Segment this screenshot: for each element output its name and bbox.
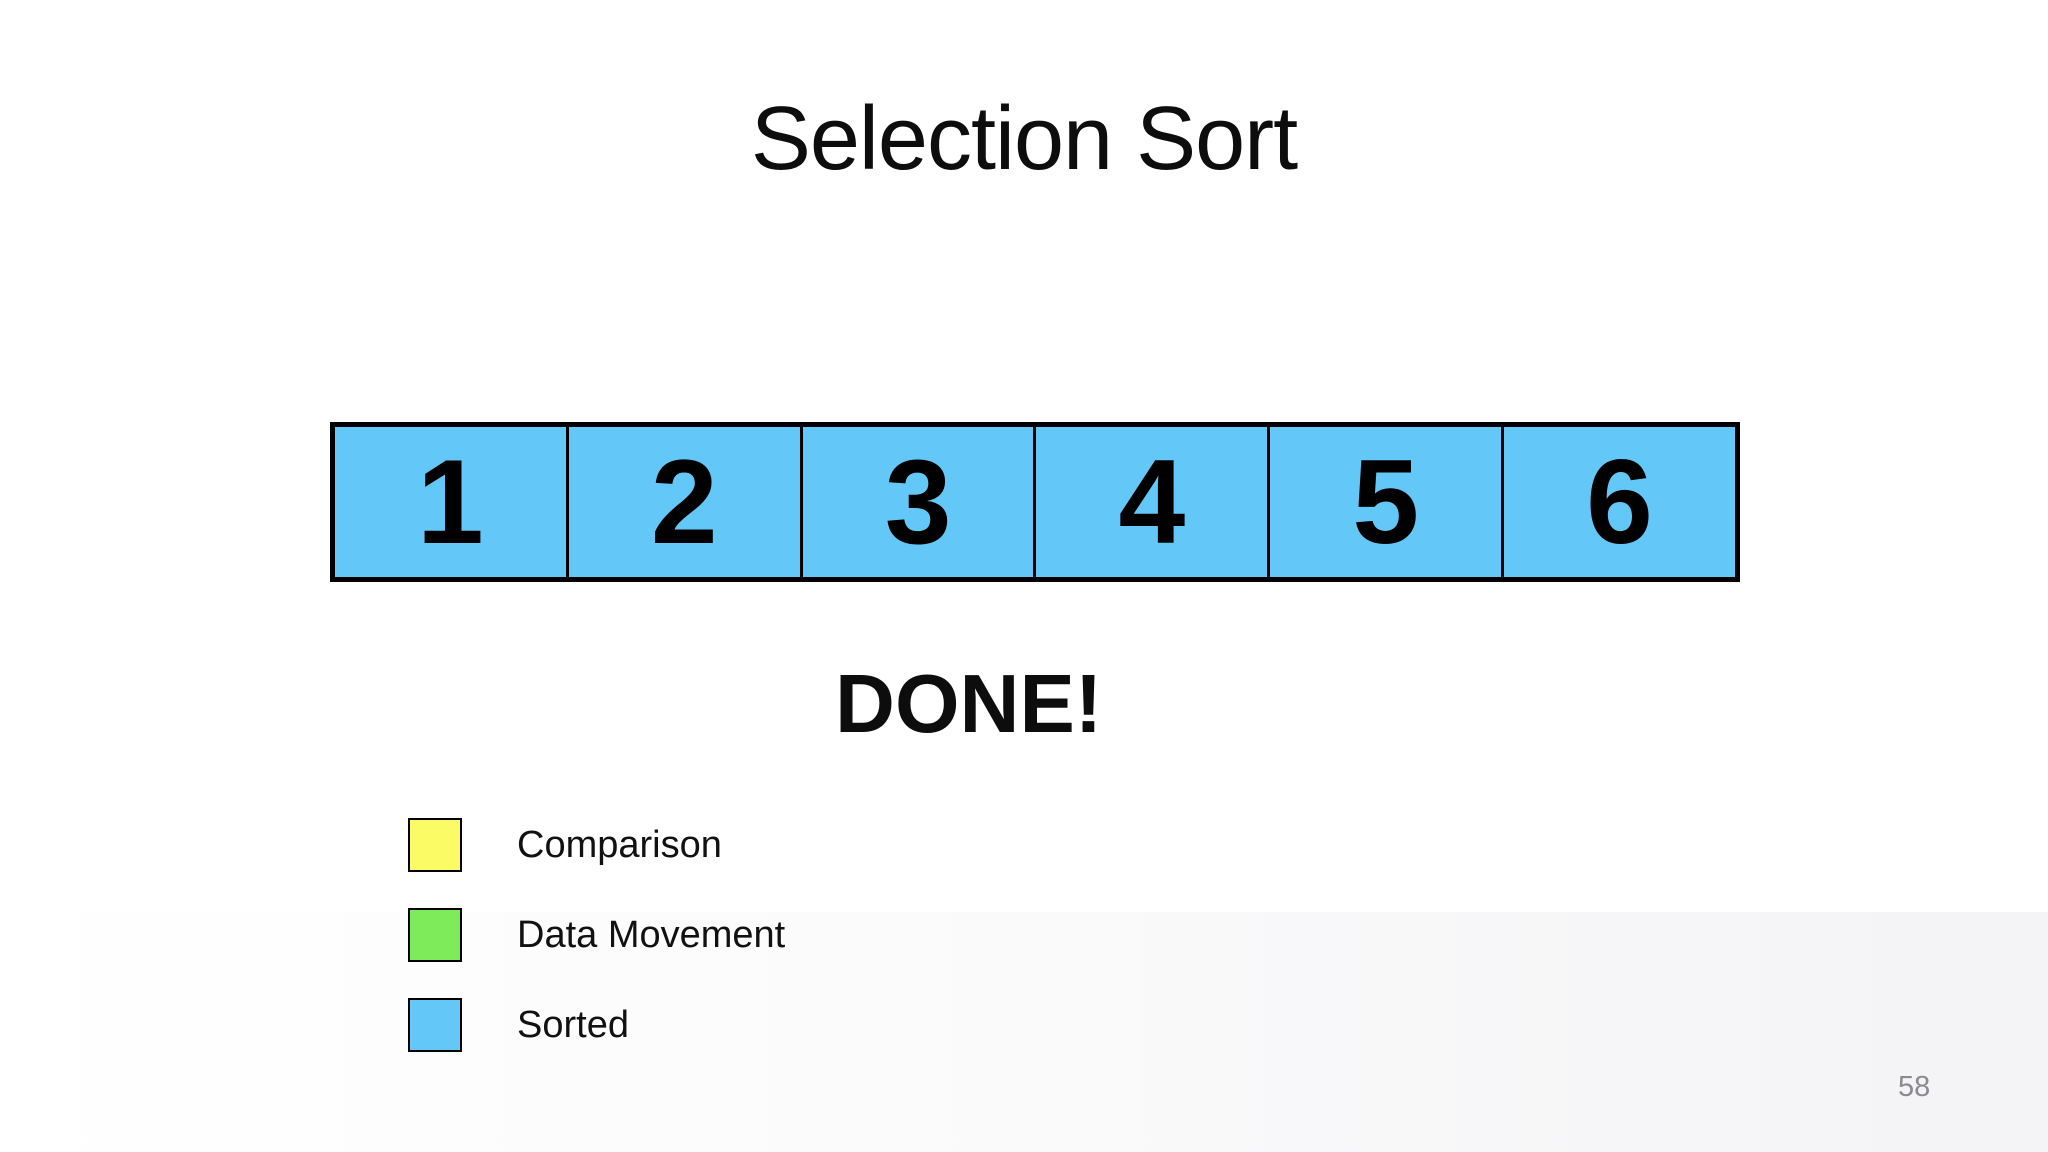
array-cell-1: 1 (335, 427, 566, 577)
array-cell-5: 5 (1267, 427, 1502, 577)
legend-label-data-movement: Data Movement (517, 913, 786, 956)
legend-label-comparison: Comparison (517, 823, 722, 866)
array-cell-2: 2 (565, 427, 800, 577)
sorted-array: 1 2 3 4 5 6 (330, 422, 1740, 582)
legend-item-sorted: Sorted (408, 998, 785, 1052)
legend-item-comparison: Comparison (408, 818, 785, 872)
array-cell-3: 3 (799, 427, 1034, 577)
slide-title: Selection Sort (750, 89, 1298, 189)
page-number: 58 (1898, 1071, 1931, 1103)
comparison-swatch (408, 818, 462, 872)
bottom-tint (0, 912, 2048, 1152)
status-text: DONE! (835, 657, 1103, 750)
array-cell-4: 4 (1033, 427, 1268, 577)
legend-label-sorted: Sorted (517, 1003, 629, 1046)
legend-item-data-movement: Data Movement (408, 908, 785, 962)
data-movement-swatch (408, 908, 462, 962)
legend: Comparison Data Movement Sorted (408, 818, 785, 1088)
sorted-swatch (408, 998, 462, 1052)
array-cell-6: 6 (1501, 427, 1735, 577)
